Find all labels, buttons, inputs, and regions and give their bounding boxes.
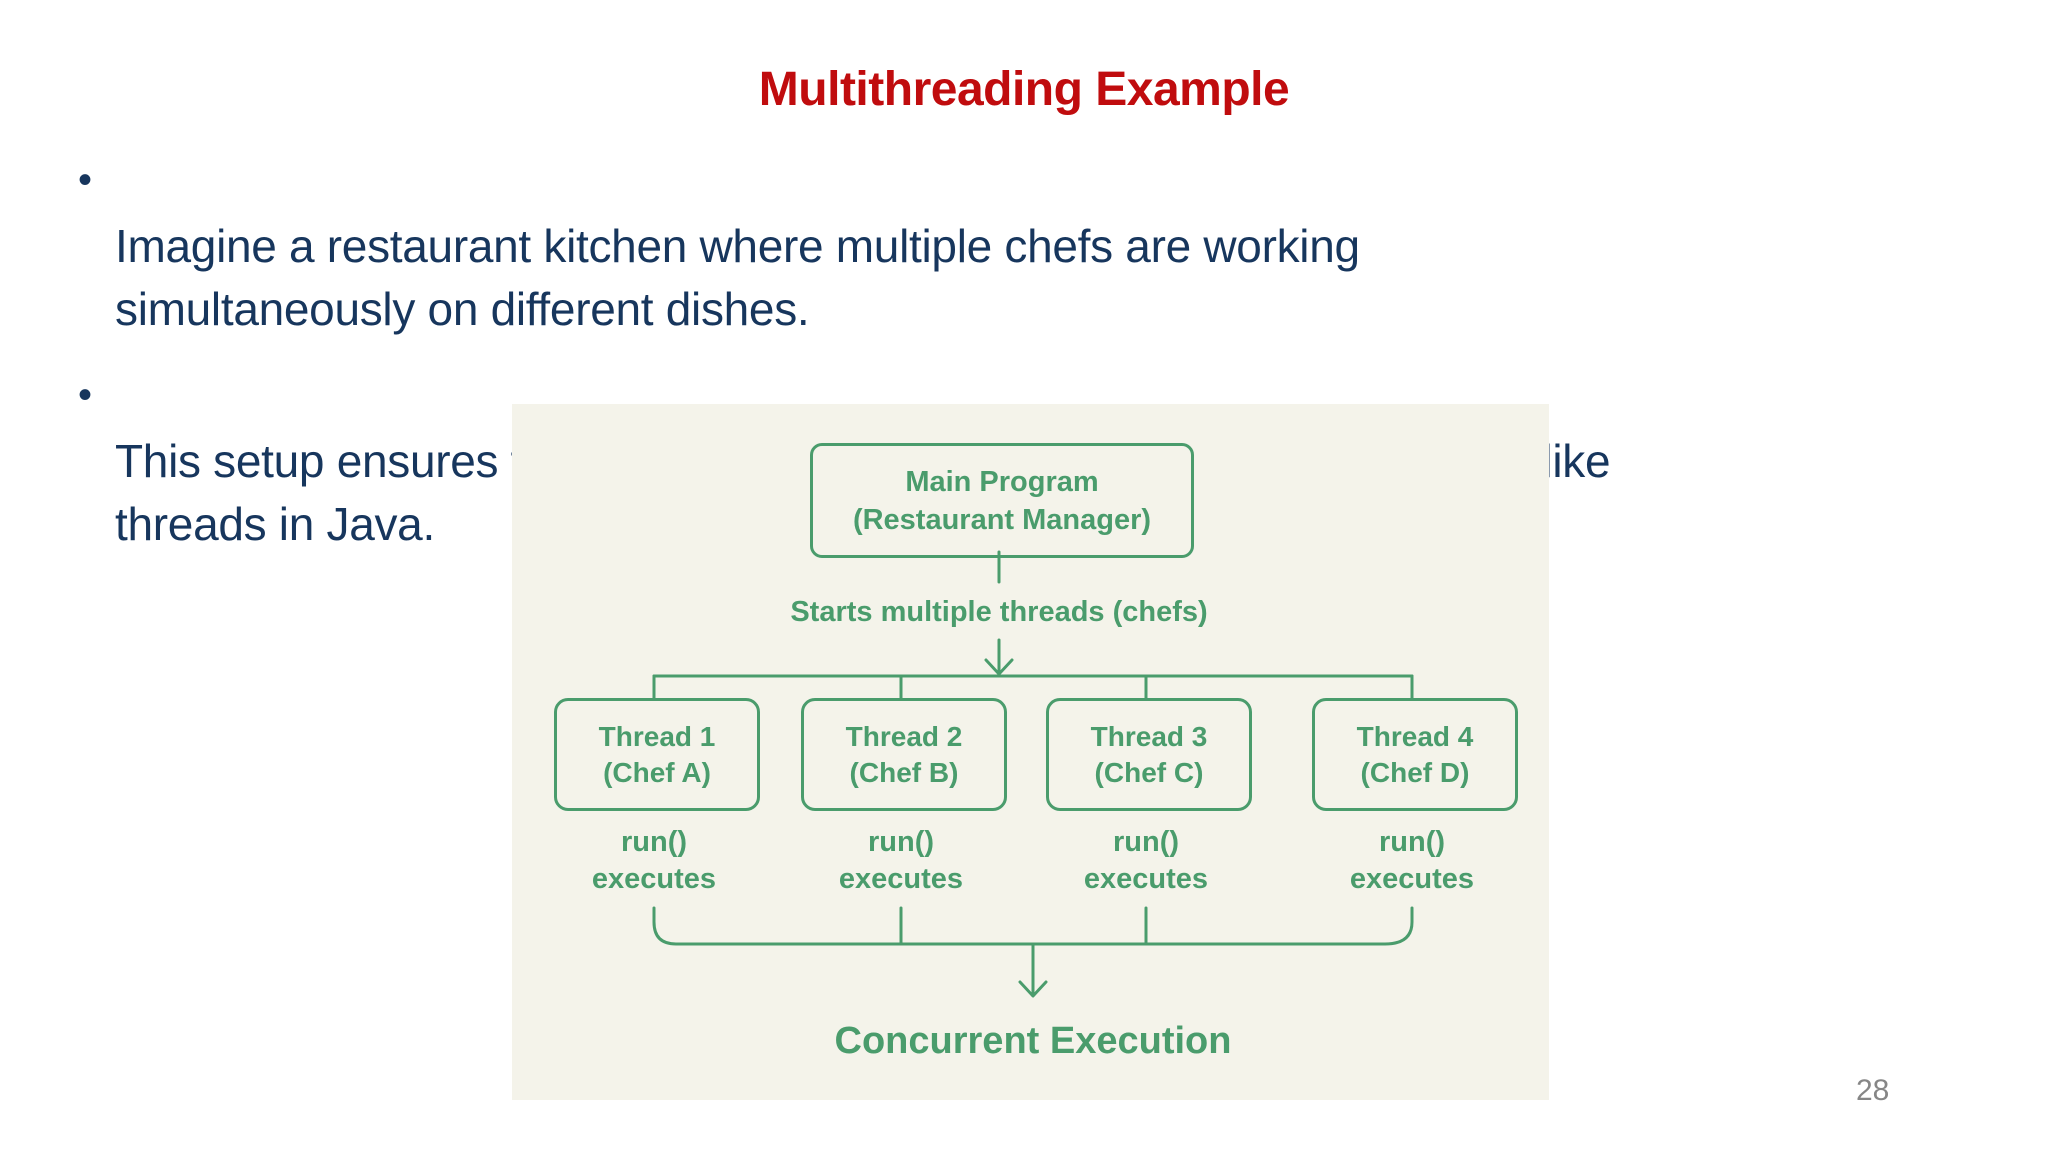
diagram-panel: Main Program (Restaurant Manager) Starts… — [512, 404, 1549, 1100]
slide-title: Multithreading Example — [758, 63, 1290, 117]
thread-1-action-label: run() executes — [591, 826, 717, 895]
thread-4-box: Thread 4 (Chef D) — [1312, 698, 1518, 811]
thread-1-label: Thread 1 (Chef A) — [598, 720, 716, 788]
bullet-item: • Imagine a restaurant kitchen where mult… — [78, 152, 1983, 341]
thread-1-box: Thread 1 (Chef A) — [554, 698, 760, 811]
arrow-down-icon — [1018, 980, 1048, 998]
branch-label: Starts multiple threads (chefs) — [790, 596, 1208, 628]
bullet-icon: • — [78, 158, 92, 202]
arrow-down-icon — [984, 658, 1014, 676]
main-program-box: Main Program (Restaurant Manager) — [810, 443, 1194, 558]
thread-3-box: Thread 3 (Chef C) — [1046, 698, 1252, 811]
page-number: 28 — [1856, 1074, 1890, 1107]
thread-3-action-label: run() executes — [1083, 826, 1209, 895]
thread-4-label: Thread 4 (Chef D) — [1356, 720, 1474, 788]
thread-2-action-label: run() executes — [838, 826, 964, 895]
thread-2-label: Thread 2 (Chef B) — [845, 720, 963, 788]
concurrent-execution-label: Concurrent Execution — [834, 1020, 1232, 1062]
thread-4-action-label: run() executes — [1349, 826, 1475, 895]
bullet-text: Imagine a restaurant kitchen where multi… — [115, 220, 1360, 335]
main-program-label: Main Program (Restaurant Manager) — [852, 465, 1152, 536]
bullet-icon: • — [78, 373, 92, 417]
thread-3-label: Thread 3 (Chef C) — [1090, 720, 1208, 788]
thread-2-box: Thread 2 (Chef B) — [801, 698, 1007, 811]
